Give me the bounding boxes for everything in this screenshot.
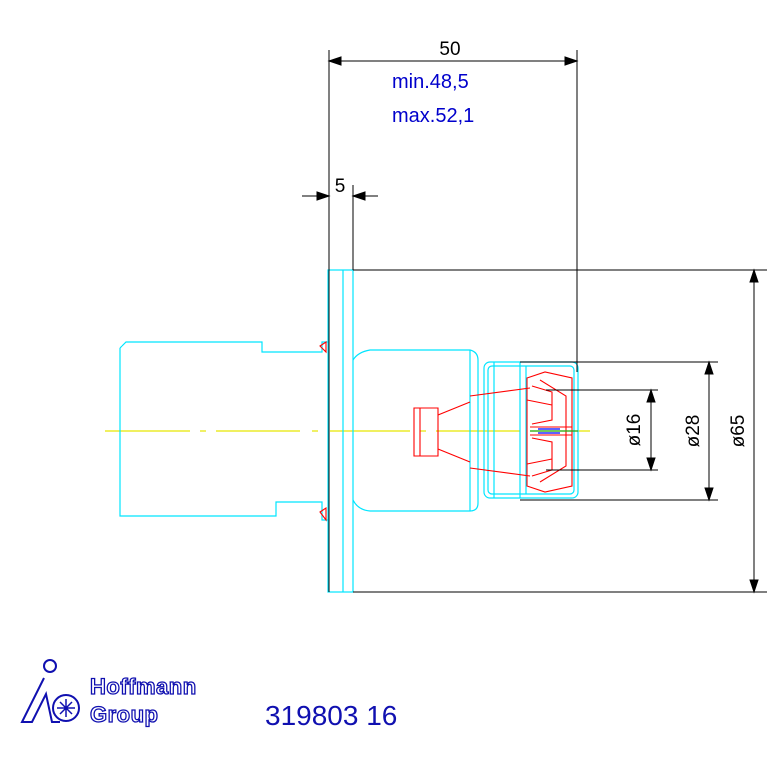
dim-dia-outer-label: ø65: [728, 415, 749, 448]
part-number: 319803 16: [265, 700, 397, 731]
dimension-lines: [302, 50, 767, 594]
dim-offset-label: 5: [335, 176, 346, 197]
dim-dia-inner-label: ø16: [624, 414, 645, 447]
collet-accents: [530, 428, 578, 434]
dim-length-label: 50: [439, 39, 460, 60]
brand-line1: Hoffmann: [90, 674, 197, 699]
holder-outline: [119, 269, 579, 593]
dim-length-min: min.48,5: [392, 71, 469, 93]
hoffmann-logo-icon: [20, 659, 80, 723]
brand-line2: Group: [90, 702, 159, 727]
dim-dia-mid-label: ø28: [683, 415, 704, 448]
dim-length-max: max.52,1: [392, 105, 474, 127]
